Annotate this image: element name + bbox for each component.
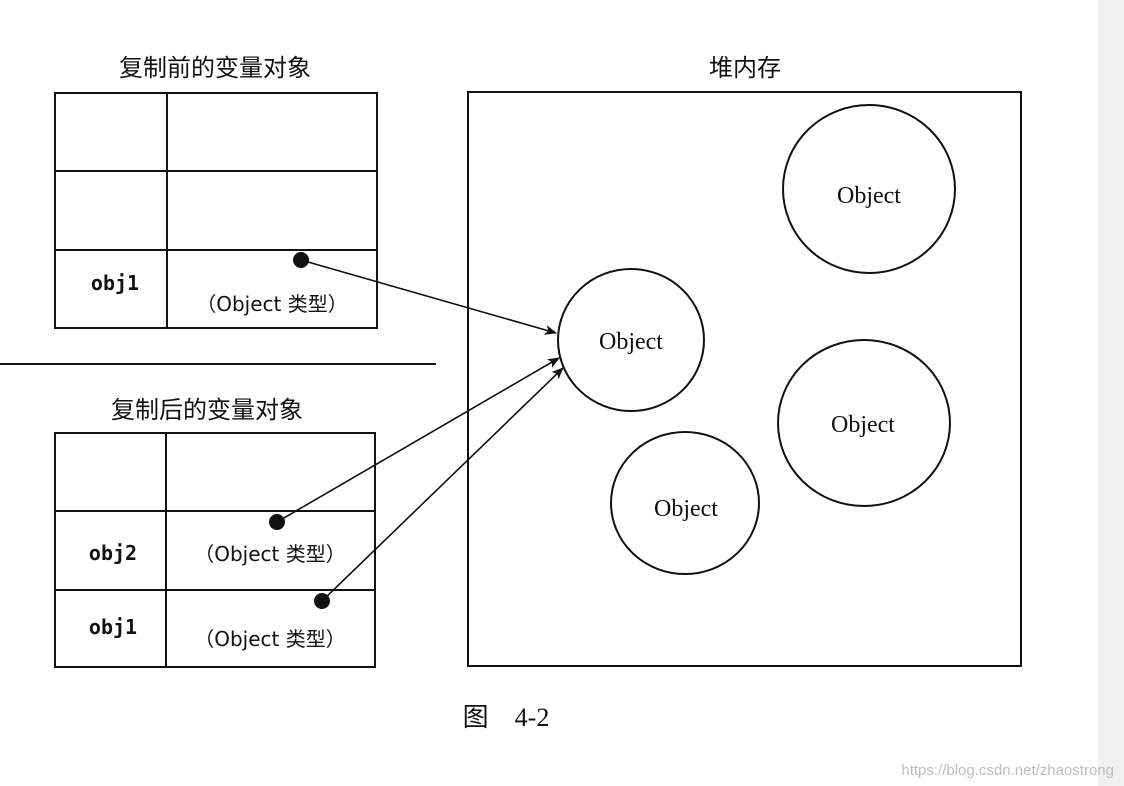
figure-caption: 图 4-2	[463, 703, 550, 732]
heap-object-bottom: Object	[610, 431, 760, 575]
heap-object-top-right-label: Object	[837, 183, 901, 209]
after-copy-table	[54, 432, 376, 668]
right-margin-strip	[1098, 0, 1124, 786]
before-copy-table	[54, 92, 378, 329]
heap-title: 堆内存	[709, 54, 781, 82]
heap-object-mid-right-label: Object	[831, 412, 895, 438]
before-var-obj1-type: （Object 类型）	[196, 292, 348, 316]
heap-box	[467, 91, 1022, 667]
before-copy-title: 复制前的变量对象	[119, 54, 311, 82]
heap-object-shared-label: Object	[599, 329, 663, 355]
watermark-text: https://blog.csdn.net/zhaostrong	[901, 762, 1114, 779]
arrow-after-obj2-to-object	[276, 357, 560, 523]
after-var-obj1-type: （Object 类型）	[194, 627, 346, 651]
heap-object-bottom-label: Object	[654, 496, 718, 522]
after-var-obj2-name: obj2	[89, 541, 137, 565]
arrow-before-obj1-to-object	[300, 259, 557, 335]
before-var-obj1-name: obj1	[91, 271, 139, 295]
heap-object-mid-right: Object	[777, 339, 951, 507]
after-var-obj1-name: obj1	[89, 615, 137, 639]
arrow-after-obj1-to-object	[321, 367, 564, 602]
heap-object-shared: Object	[557, 268, 705, 412]
after-var-obj2-type: （Object 类型）	[194, 542, 346, 566]
heap-object-top-right: Object	[782, 104, 956, 274]
after-copy-title: 复制后的变量对象	[111, 396, 303, 424]
